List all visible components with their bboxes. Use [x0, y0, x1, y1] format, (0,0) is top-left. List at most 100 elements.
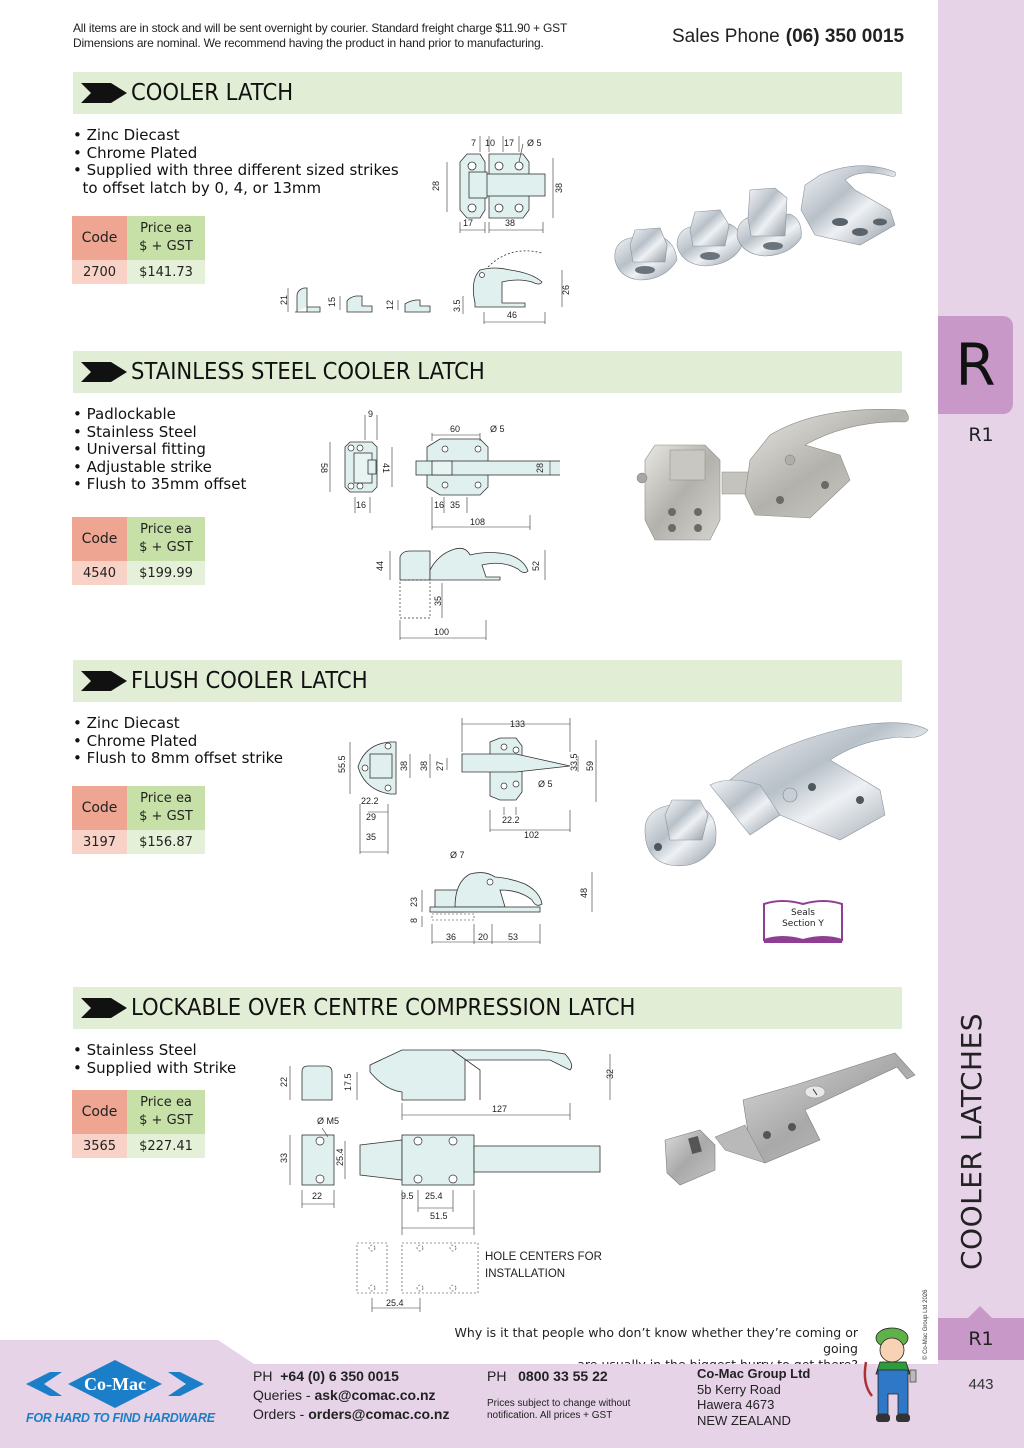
phone-label: PH — [253, 1368, 273, 1384]
comac-logo[interactable]: Co-Mac — [22, 1358, 208, 1410]
dim-label: 27 — [435, 761, 445, 771]
feature-item: Zinc Diecast — [73, 714, 283, 733]
bottom-section-code: R1 — [968, 1328, 994, 1350]
dim-label: 22 — [279, 1077, 289, 1087]
dim-label: 10 — [485, 138, 495, 148]
dim-label: 25.4 — [425, 1191, 443, 1201]
dim-label: 108 — [470, 517, 485, 527]
dim-label: 29 — [366, 812, 376, 822]
dim-label: 25.4 — [335, 1148, 345, 1166]
code-header: Code — [72, 1090, 127, 1134]
product-code[interactable]: 4540 — [72, 561, 127, 585]
footer-contact: PH +64 (0) 6 350 0015 Queries - ask@coma… — [253, 1367, 450, 1424]
dim-label: 17 — [463, 218, 473, 228]
phone-label-2: PH — [487, 1368, 507, 1384]
reference-line-2: Section Y — [782, 919, 824, 929]
feature-list: Padlockable Stainless Steel Universal fi… — [73, 405, 247, 494]
chevron-right-icon — [81, 362, 127, 382]
orders-email-link[interactable]: orders@comac.co.nz — [308, 1406, 450, 1422]
footer-freephone: PH 0800 33 55 22 Prices subject to chang… — [487, 1367, 630, 1422]
price-header-line2: $ + GST — [139, 239, 193, 254]
bottom-section-tab[interactable]: R1 — [938, 1306, 1024, 1360]
sales-phone-label: Sales Phone — [672, 26, 780, 47]
feature-item-continued: to offset latch by 0, 4, or 13mm — [82, 178, 322, 197]
dim-label: 3.5 — [452, 299, 462, 312]
dim-label: Ø M5 — [317, 1116, 339, 1126]
international-phone[interactable]: +64 (0) 6 350 0015 — [280, 1368, 399, 1384]
company-name: Co-Mac Group Ltd — [697, 1366, 811, 1381]
dim-label: Ø 5 — [527, 138, 542, 148]
section-letter: R — [955, 331, 996, 399]
product-code[interactable]: 3197 — [72, 830, 127, 854]
product-code[interactable]: 2700 — [72, 260, 127, 284]
product-price: $227.41 — [127, 1134, 205, 1158]
dim-label: 33 — [279, 1153, 289, 1163]
seals-section-reference[interactable]: Seals Section Y — [762, 896, 844, 944]
stainless-latch-diagram: 9 58 41 16 60 Ø 5 28 16 35 108 44 52 35 … — [319, 409, 560, 640]
queries-email-link[interactable]: ask@comac.co.nz — [314, 1387, 436, 1403]
address-line-2: Hawera 4673 — [697, 1397, 775, 1412]
product-code[interactable]: 3565 — [72, 1134, 127, 1158]
address-line-1: 5b Kerry Road — [697, 1381, 781, 1397]
footer-background — [0, 1340, 938, 1448]
price-table: Code Price ea$ + GST 2700 $141.73 — [72, 216, 205, 284]
product-price: $156.87 — [127, 830, 205, 854]
dim-label: 38 — [554, 183, 564, 193]
section-title: FLUSH COOLER LATCH — [131, 668, 368, 694]
feature-list: Zinc Diecast Chrome Plated Supplied with… — [73, 126, 399, 197]
mascot-mechanic-icon — [863, 1327, 917, 1422]
dim-label: 23 — [409, 897, 419, 907]
freephone-number[interactable]: 0800 33 55 22 — [518, 1368, 608, 1384]
feature-item: Stainless Steel — [73, 1041, 236, 1060]
feature-item: Adjustable strike — [73, 458, 246, 477]
dim-label: 16 — [434, 500, 444, 510]
dim-label: 102 — [524, 830, 539, 840]
dim-label: 22 — [312, 1191, 322, 1201]
dim-label: 32 — [605, 1069, 615, 1079]
dim-label: Ø 5 — [490, 424, 505, 434]
price-header-line1: Price ea — [140, 1095, 192, 1110]
feature-list: Zinc Diecast Chrome Plated Flush to 8mm … — [73, 714, 283, 768]
dim-label: 38 — [419, 761, 429, 771]
footer-address: Co-Mac Group Ltd 5b Kerry Road Hawera 46… — [697, 1366, 810, 1428]
dim-label: 133 — [510, 719, 525, 729]
code-header: Code — [72, 786, 127, 830]
queries-label: Queries - — [253, 1387, 315, 1403]
dim-label: 59 — [585, 761, 595, 771]
chevron-right-icon — [81, 998, 127, 1018]
price-header-line1: Price ea — [140, 791, 192, 806]
cooler-latch-top-diagram: 7 10 17 Ø 5 28 38 17 38 — [431, 136, 564, 233]
sales-phone-number[interactable]: (06) 350 0015 — [785, 26, 905, 47]
price-header-line2: $ + GST — [139, 540, 193, 555]
dim-label: 17 — [504, 138, 514, 148]
price-header-line2: $ + GST — [139, 809, 193, 824]
dim-label: 12 — [385, 300, 395, 310]
dim-label: 7 — [471, 138, 476, 148]
dim-label: 48 — [579, 888, 589, 898]
notice-line-2: Dimensions are nominal. We recommend hav… — [73, 36, 544, 50]
price-header: Price ea $ + GST — [127, 786, 205, 830]
price-header: Price ea$ + GST — [127, 1090, 205, 1134]
dim-label: Ø 5 — [538, 779, 553, 789]
section-banner-cooler-latch: COOLER LATCH — [73, 72, 902, 114]
chevron-right-icon — [81, 671, 127, 691]
feature-item: Supplied with Strike — [73, 1059, 237, 1078]
quote-line-1: Why is it that people who don’t know whe… — [454, 1325, 858, 1356]
dim-label: 28 — [431, 181, 441, 191]
price-table: Code Price ea$ + GST 4540 $199.99 — [72, 517, 205, 585]
price-table: Code Price ea $ + GST 3197 $156.87 — [72, 786, 205, 854]
dim-label: 15 — [327, 297, 337, 307]
product-price: $141.73 — [127, 260, 205, 284]
dim-label: 9.5 — [401, 1191, 414, 1201]
section-tab-r[interactable]: R — [938, 316, 1013, 414]
section-title: STAINLESS STEEL COOLER LATCH — [131, 359, 485, 385]
dim-label: 51.5 — [430, 1211, 448, 1221]
section-banner-stainless-latch: STAINLESS STEEL COOLER LATCH — [73, 351, 902, 393]
feature-item: Chrome Plated — [73, 144, 399, 163]
code-header: Code — [72, 216, 127, 260]
section-banner-flush-latch: FLUSH COOLER LATCH — [73, 660, 902, 702]
section-title: COOLER LATCH — [131, 80, 294, 106]
notice-line-1: All items are in stock and will be sent … — [73, 21, 568, 35]
section-title: LOCKABLE OVER CENTRE COMPRESSION LATCH — [131, 995, 636, 1021]
prices-note-line-2: notification. All prices + GST — [487, 1410, 613, 1421]
